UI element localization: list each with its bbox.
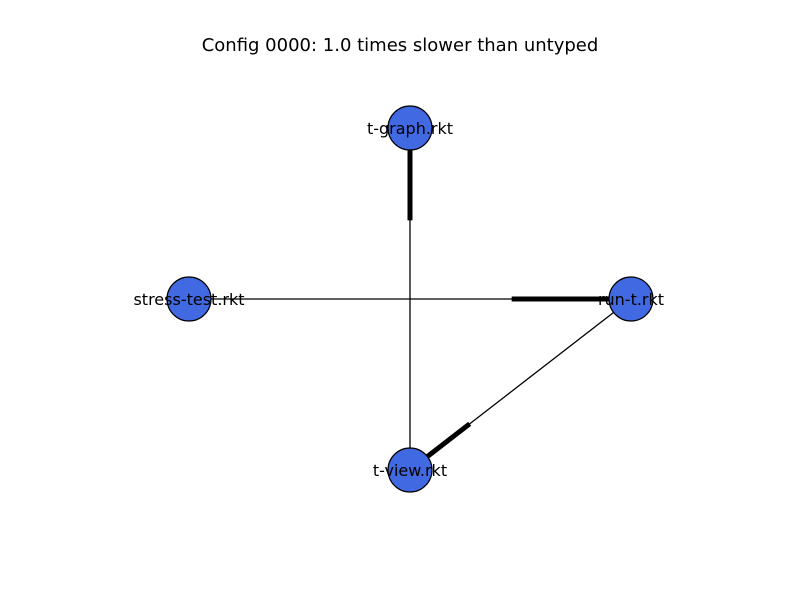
node-label-run-t: run-t.rkt xyxy=(598,290,664,309)
node-layer: t-graph.rkt stress-test.rkt run-t.rkt t-vie… xyxy=(133,105,664,493)
node-t-graph xyxy=(387,105,433,151)
node-stress-test xyxy=(166,276,212,322)
node-label-t-view: t-view.rkt xyxy=(373,461,447,480)
node-label-t-graph: t-graph.rkt xyxy=(367,119,453,138)
diagram-title: Config 0000: 1.0 times slower than untyp… xyxy=(201,35,599,56)
node-run-t xyxy=(608,276,654,322)
node-t-view xyxy=(387,447,433,493)
edge-layer xyxy=(189,128,632,472)
node-label-stress-test: stress-test.rkt xyxy=(133,290,244,309)
